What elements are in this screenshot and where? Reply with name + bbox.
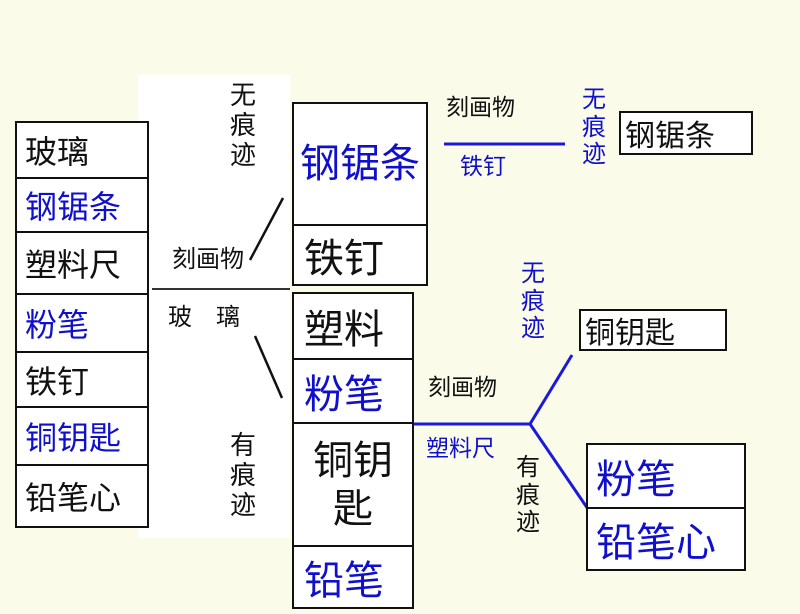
top-group-label: 铁钉: [304, 236, 384, 282]
bottom-branch-down-line: [528, 423, 592, 513]
bottom-group-item: 塑料: [292, 292, 414, 360]
bottom-group-item: 铜钥匙: [292, 422, 414, 547]
left-list-item: 钢锯条: [15, 177, 149, 233]
left-list-label: 铁钉: [25, 362, 90, 401]
bottom-some-answer-item: 粉笔: [586, 443, 746, 509]
top-group-item: 铁钉: [292, 224, 428, 286]
top-scratch-label: 刻画物: [446, 95, 515, 121]
left-list-item: 铅笔心: [15, 464, 149, 528]
bottom-group-label: 粉笔: [304, 372, 384, 418]
left-list-item: 塑料尺: [15, 231, 149, 295]
top-group-label: 钢锯条: [300, 141, 420, 187]
top-result-label: 无痕迹: [582, 85, 606, 169]
bottom-group-label: 铜钥匙: [313, 437, 393, 532]
bottom-branch-up-line: [528, 354, 574, 425]
bottom-group-label: 塑料: [304, 307, 384, 353]
left-list-label: 塑料尺: [25, 246, 122, 284]
branch-up-line: [248, 197, 285, 261]
bottom-none-answer-box: 铜钥匙: [579, 309, 727, 351]
left-list-label: 玻璃: [25, 133, 90, 171]
bottom-group-label: 铅笔: [304, 558, 384, 604]
glass-bottom-result: 有痕迹: [230, 431, 257, 521]
left-list-label: 钢锯条: [25, 188, 122, 226]
glass-test-panel: [138, 75, 290, 538]
left-list-label: 铜钥匙: [25, 419, 122, 457]
bottom-scratch-label: 刻画物: [428, 375, 497, 401]
bottom-some-answer-item: 铅笔心: [586, 507, 746, 571]
bottom-some-result-label: 有痕迹: [516, 453, 540, 537]
top-group-item: 钢锯条: [292, 102, 428, 226]
glass-top-result: 无痕迹: [230, 81, 257, 171]
bottom-none-result-label: 无痕迹: [521, 259, 545, 343]
bottom-some-answer-label: 铅笔心: [596, 520, 716, 566]
glass-scratch-label: 刻画物: [172, 245, 244, 273]
bottom-none-answer-label: 铜钥匙: [585, 316, 675, 351]
left-list-label: 铅笔心: [25, 479, 122, 517]
left-list-item: 粉笔: [15, 293, 149, 353]
bottom-tool-label: 塑料尺: [426, 436, 495, 462]
left-list-item: 铜钥匙: [15, 406, 149, 466]
top-tool-label: 铁钉: [460, 154, 506, 180]
glass-tool-label: 玻 璃: [168, 303, 240, 331]
top-answer-box: 钢锯条: [619, 111, 753, 155]
bottom-group-item: 铅笔: [292, 545, 414, 609]
left-list-item: 玻璃: [15, 121, 149, 179]
top-answer-label: 钢锯条: [625, 119, 715, 154]
left-list-item: 铁钉: [15, 351, 149, 408]
bottom-group-item: 粉笔: [292, 358, 414, 424]
branch-down-line: [253, 335, 284, 399]
left-list-label: 粉笔: [25, 306, 90, 344]
bottom-some-answer-label: 粉笔: [596, 457, 676, 503]
